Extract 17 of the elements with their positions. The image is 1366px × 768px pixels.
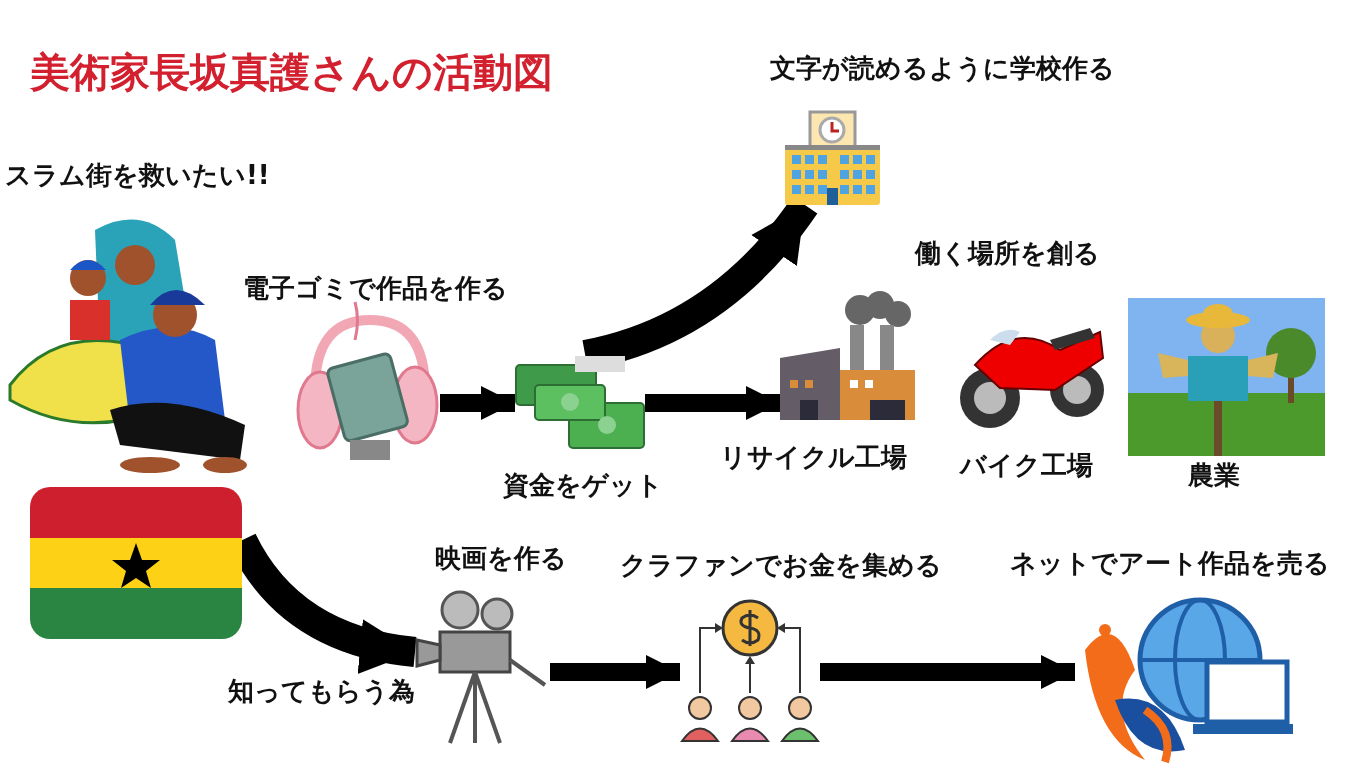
arrow (820, 655, 1075, 689)
node-label: 資金をゲット (503, 470, 663, 501)
node-label: バイク工場 (960, 450, 1093, 481)
title: 美術家長坂真護さんの活動図 (30, 48, 553, 96)
node-label: クラファンでお金を集める (620, 550, 942, 581)
node-label: 映画を作る (435, 543, 567, 574)
node-label: スラム街を救いたい!! (5, 160, 270, 191)
arrow (550, 655, 680, 689)
arrow (645, 386, 780, 420)
edge-label: 知ってもらう為 (228, 676, 415, 707)
node-label: ネットでアート作品を売る (1010, 548, 1330, 579)
node-label: 電子ゴミで作品を作る (243, 273, 508, 304)
node-label: 文字が読めるように学校作る (770, 53, 1115, 84)
node-label: 働く場所を創る (915, 238, 1100, 269)
node-label: 農業 (1188, 460, 1240, 491)
node-label: リサイクル工場 (720, 442, 907, 473)
arrow (440, 386, 515, 420)
